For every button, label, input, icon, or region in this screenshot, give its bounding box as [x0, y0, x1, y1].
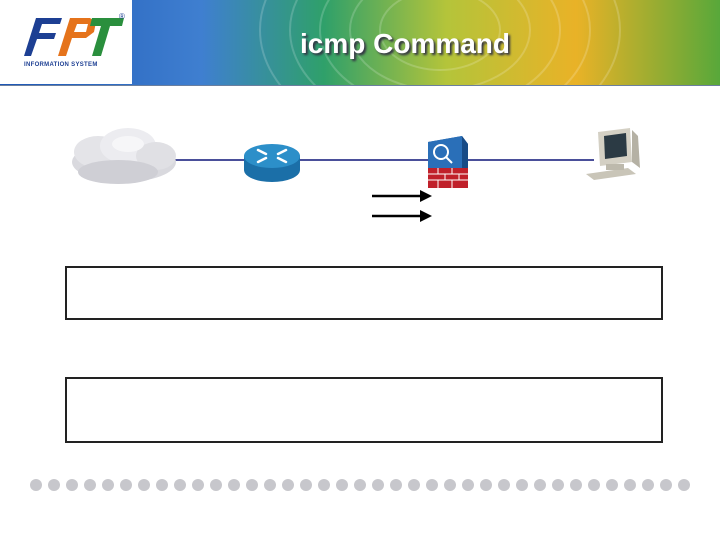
footer-dot — [120, 479, 132, 491]
command-box — [65, 266, 663, 320]
footer-dot — [318, 479, 330, 491]
footer-dot — [642, 479, 654, 491]
footer-dot-divider — [30, 479, 690, 491]
footer-dot — [156, 479, 168, 491]
footer-dot — [534, 479, 546, 491]
footer-dot — [354, 479, 366, 491]
fpt-logo-mark — [24, 18, 124, 56]
firewall-icon — [428, 136, 468, 188]
footer-dot — [606, 479, 618, 491]
footer-dot — [336, 479, 348, 491]
trademark-symbol: ® — [119, 12, 125, 21]
footer-dot — [408, 479, 420, 491]
workstation-icon — [586, 128, 640, 180]
page-title: icmp Command — [299, 28, 511, 59]
footer-dot — [462, 479, 474, 491]
footer-dot — [678, 479, 690, 491]
command-box — [65, 377, 663, 443]
footer-dot — [102, 479, 114, 491]
footer-dot — [498, 479, 510, 491]
footer-dot — [264, 479, 276, 491]
arrow-right — [372, 190, 432, 202]
footer-dot — [174, 479, 186, 491]
footer-dot — [444, 479, 456, 491]
footer-dot — [516, 479, 528, 491]
fpt-logo: ® INFORMATION SYSTEM — [0, 0, 132, 84]
footer-dot — [390, 479, 402, 491]
footer-dot — [30, 479, 42, 491]
router-icon — [244, 144, 300, 182]
header-banner: ® INFORMATION SYSTEM icmp Command — [0, 0, 720, 86]
footer-dot — [570, 479, 582, 491]
footer-dot — [138, 479, 150, 491]
footer-dot — [210, 479, 222, 491]
footer-dot — [624, 479, 636, 491]
footer-dot — [246, 479, 258, 491]
footer-dot — [228, 479, 240, 491]
footer-dot — [660, 479, 672, 491]
logo-caption: INFORMATION SYSTEM — [24, 62, 98, 68]
footer-dot — [192, 479, 204, 491]
footer-dot — [426, 479, 438, 491]
footer-dot — [48, 479, 60, 491]
cloud-icon — [72, 128, 176, 184]
network-diagram — [72, 128, 640, 222]
arrow-right — [372, 210, 432, 222]
footer-dot — [84, 479, 96, 491]
header-divider — [0, 85, 720, 86]
footer-dot — [372, 479, 384, 491]
footer-dot — [552, 479, 564, 491]
footer-dot — [588, 479, 600, 491]
footer-dot — [300, 479, 312, 491]
footer-dot — [66, 479, 78, 491]
footer-dot — [282, 479, 294, 491]
footer-dot — [480, 479, 492, 491]
